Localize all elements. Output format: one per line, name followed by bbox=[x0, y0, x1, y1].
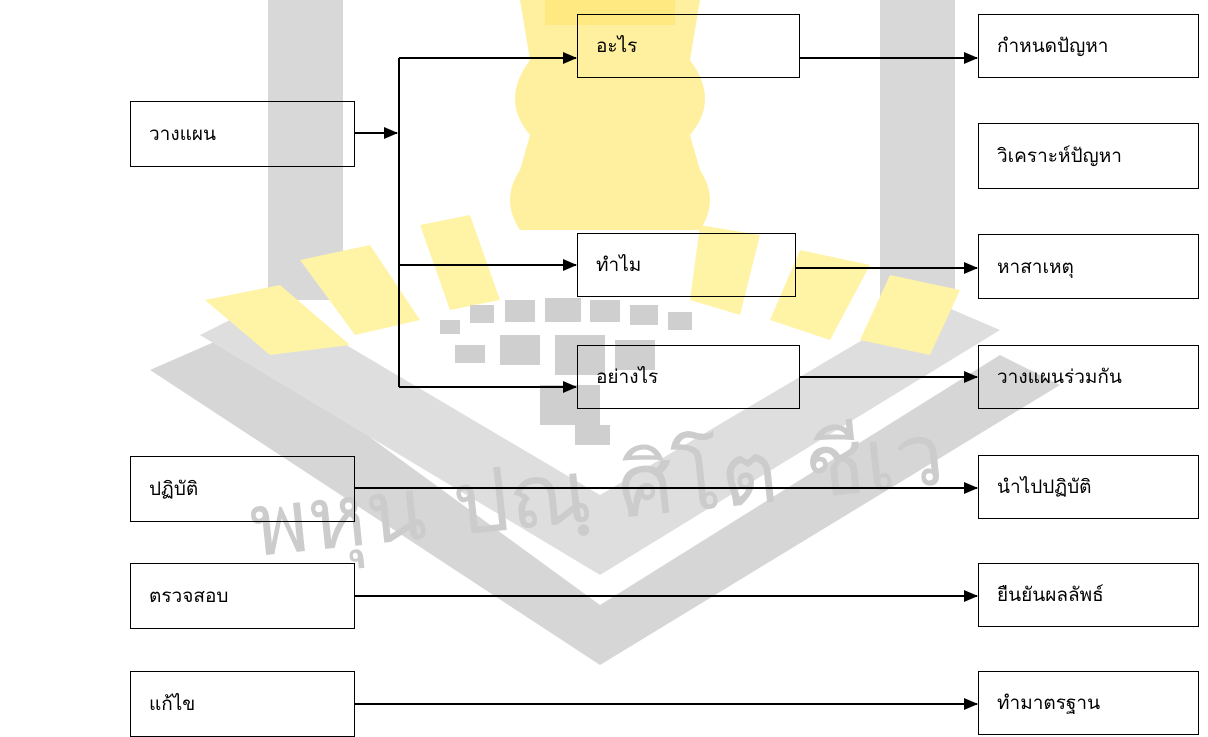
outcome-implement-label: นำไปปฏิบัติ bbox=[997, 472, 1092, 502]
outcome-standardize-box: ทำมาตรฐาน bbox=[978, 671, 1199, 735]
outcome-find-cause-box: หาสาเหตุ bbox=[978, 234, 1199, 299]
outcome-analyze-problem-label: วิเคราะห์ปัญหา bbox=[997, 141, 1122, 171]
question-what-box: อะไร bbox=[577, 14, 800, 78]
outcome-define-problem-box: กำหนดปัญหา bbox=[978, 14, 1199, 78]
question-why-label: ทำไม bbox=[596, 250, 641, 280]
stage-act-box: แก้ไข bbox=[130, 671, 355, 737]
stage-plan-box: วางแผน bbox=[130, 101, 355, 167]
stage-plan-label: วางแผน bbox=[149, 119, 216, 149]
question-how-box: อย่างไร bbox=[577, 345, 800, 409]
stage-do-label: ปฏิบัติ bbox=[149, 474, 198, 504]
outcome-confirm-results-box: ยืนยันผลลัพธ์ bbox=[978, 563, 1199, 627]
outcome-standardize-label: ทำมาตรฐาน bbox=[997, 688, 1100, 718]
stage-check-label: ตรวจสอบ bbox=[149, 581, 228, 611]
outcome-plan-together-box: วางแผนร่วมกัน bbox=[978, 345, 1199, 409]
stage-act-label: แก้ไข bbox=[149, 689, 195, 719]
outcome-plan-together-label: วางแผนร่วมกัน bbox=[997, 362, 1122, 392]
question-how-label: อย่างไร bbox=[596, 362, 658, 392]
outcome-confirm-results-label: ยืนยันผลลัพธ์ bbox=[997, 580, 1104, 610]
stage-do-box: ปฏิบัติ bbox=[130, 456, 355, 522]
outcome-define-problem-label: กำหนดปัญหา bbox=[997, 31, 1108, 61]
outcome-find-cause-label: หาสาเหตุ bbox=[997, 252, 1074, 282]
outcome-implement-box: นำไปปฏิบัติ bbox=[978, 455, 1199, 519]
stage-check-box: ตรวจสอบ bbox=[130, 563, 355, 629]
question-why-box: ทำไม bbox=[577, 233, 796, 297]
outcome-analyze-problem-box: วิเคราะห์ปัญหา bbox=[978, 123, 1199, 189]
question-what-label: อะไร bbox=[596, 31, 637, 61]
